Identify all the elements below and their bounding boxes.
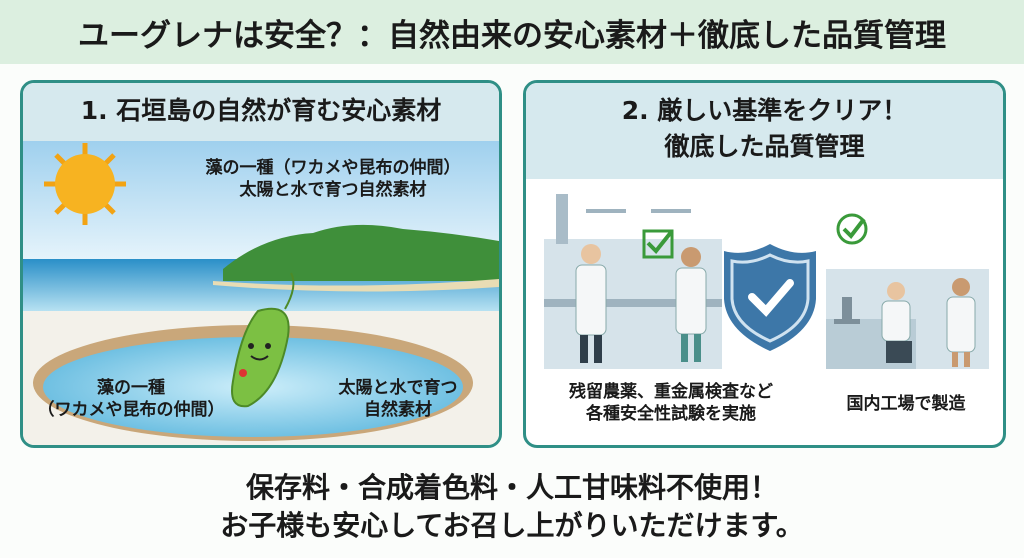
caption-line: 自然素材 (364, 400, 432, 420)
page-header: ユーグレナは安全？：自然由来の安心素材＋徹底した品質管理 (0, 0, 1024, 64)
scientist-icon (946, 278, 976, 367)
microscope-icon (834, 297, 860, 324)
caption-right: 太陽と水で育つ 自然素材 (313, 377, 483, 421)
lab-scene-left (544, 194, 722, 369)
caption-line: 残留農薬、重金属検査など (569, 382, 773, 402)
panel-natural-material: 1. 石垣島の自然が育む安心素材 藻の一種（ワカメや昆 (20, 80, 502, 448)
shield-check-icon (724, 244, 816, 351)
nature-illustration (23, 141, 499, 445)
check-circle-icon (836, 213, 868, 245)
panel-title-line: 徹底した品質管理 (664, 132, 865, 161)
euglena-character (231, 272, 295, 408)
caption-line: 藻の一種 (97, 378, 165, 398)
lab-illustration (544, 194, 989, 369)
caption-domestic-factory: 国内工場で製造 (846, 394, 966, 414)
caption-line: 各種安全性試験を実施 (586, 404, 756, 424)
sun-icon (44, 143, 126, 225)
footer-line-1: 保存料・合成着色料・人工甘味料不使用！ (245, 471, 778, 504)
caption-top: 藻の一種（ワカメや昆布の仲間） 太陽と水で育つ自然素材 (173, 157, 493, 201)
scientist-icon (675, 247, 707, 362)
panel-quality-control: 2. 厳しい基準をクリア！ 徹底した品質管理 残留農薬、重金属検査など (523, 80, 1006, 448)
caption-line: 太陽と水で育つ自然素材 (239, 180, 427, 200)
caption-left: 藻の一種 （ワカメや昆布の仲間） (31, 377, 231, 421)
island (223, 224, 499, 281)
panel-title: 2. 厳しい基準をクリア！ 徹底した品質管理 (526, 83, 1003, 179)
checkbox-check-icon (642, 229, 674, 259)
panel-title-line: 2. 厳しい基準をクリア！ (621, 96, 908, 125)
caption-testing: 残留農薬、重金属検査など 各種安全性試験を実施 (526, 381, 816, 425)
caption-line: 藻の一種（ワカメや昆布の仲間） (205, 158, 461, 178)
caption-line: 太陽と水で育つ (338, 378, 458, 398)
scientist-icon (881, 282, 912, 363)
footer-line-2: お子様も安心してお召し上がりいただけます。 (220, 509, 804, 542)
caption-line: （ワカメや昆布の仲間） (37, 400, 225, 420)
scientist-icon (575, 244, 607, 363)
lab-scene-right (826, 213, 989, 369)
panel-title: 1. 石垣島の自然が育む安心素材 (23, 83, 499, 141)
page-title: ユーグレナは安全？：自然由来の安心素材＋徹底した品質管理 (78, 17, 946, 54)
